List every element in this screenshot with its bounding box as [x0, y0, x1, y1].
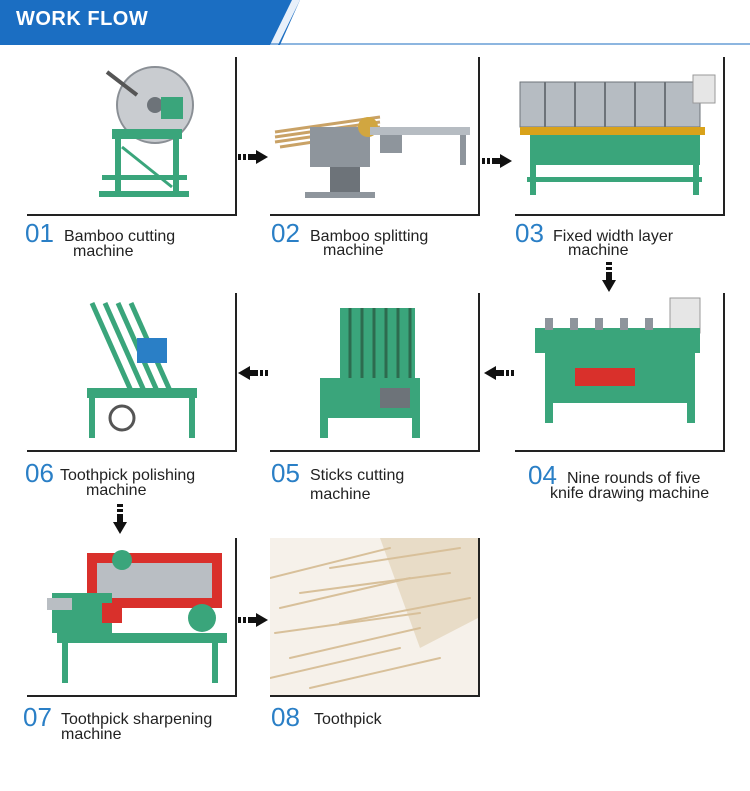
banner-shape — [0, 0, 750, 45]
step-02-label-line1: Bamboo splitting — [310, 228, 429, 245]
header-banner: WORK FLOW — [0, 0, 750, 45]
knife-drawing-machine-image — [515, 293, 723, 450]
step-07-label-line1: Toothpick sharpening — [61, 711, 213, 728]
arrow-right-icon — [238, 150, 268, 164]
step-04-label-line1: Nine rounds of five — [567, 470, 701, 487]
step-03-number: 03 — [515, 218, 544, 248]
bamboo-splitting-machine-image — [270, 57, 478, 214]
step-03-image — [515, 57, 725, 216]
toothpick-sharpening-machine-image — [27, 538, 235, 695]
arrow-down-icon — [602, 262, 616, 292]
step-05-image — [270, 293, 480, 452]
step-04-label-line2: knife drawing machine — [550, 485, 710, 502]
step-02-image — [270, 57, 480, 216]
step-05-label-line2: machine — [310, 486, 371, 503]
step-06-number: 06 — [25, 458, 54, 488]
step-07-image — [27, 538, 237, 697]
step-02-label-line2: machine — [323, 242, 384, 259]
arrow-right-icon — [482, 154, 512, 168]
step-03-label-line1: Fixed width layer — [553, 228, 674, 245]
step-06-label-line2: machine — [86, 482, 147, 499]
sticks-cutting-machine-image — [270, 293, 478, 450]
bamboo-cutting-machine-image — [27, 57, 235, 214]
step-08-number: 08 — [271, 702, 300, 732]
step-01-number: 01 — [25, 218, 54, 248]
step-03-label-line2: machine — [568, 242, 629, 259]
fixed-width-layer-machine-image — [515, 57, 723, 214]
toothpicks-image — [270, 538, 478, 695]
step-08-label-line1: Toothpick — [314, 711, 382, 728]
step-08-image — [270, 538, 480, 697]
step-05-label-line1: Sticks cutting — [310, 467, 405, 484]
step-06-image — [27, 293, 237, 452]
step-05-number: 05 — [271, 458, 300, 488]
step-06-label-line1: Toothpick polishing — [60, 467, 196, 484]
step-02-number: 02 — [271, 218, 300, 248]
arrow-right-icon — [238, 613, 268, 627]
arrow-left-icon — [484, 366, 514, 380]
arrow-down-icon — [113, 504, 127, 534]
toothpick-polishing-machine-image — [27, 293, 235, 450]
step-04-number: 04 — [528, 460, 557, 490]
step-07-number: 07 — [23, 702, 52, 732]
step-01-label-line1: Bamboo cutting — [64, 228, 176, 245]
step-01-label-line2: machine — [73, 243, 134, 260]
step-04-image — [515, 293, 725, 452]
arrow-left-icon — [238, 366, 268, 380]
step-01-image — [27, 57, 237, 216]
step-07-label-line2: machine — [61, 726, 122, 743]
page-title: WORK FLOW — [16, 8, 149, 30]
